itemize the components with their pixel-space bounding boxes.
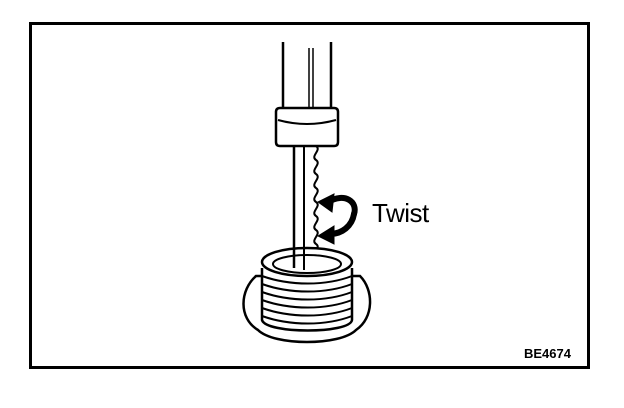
tool-collar <box>274 106 340 148</box>
tool-barrel <box>281 42 333 112</box>
twist-label: Twist <box>372 198 429 228</box>
twist-arrow-icon <box>316 193 358 245</box>
threaded-bore <box>242 246 372 344</box>
figure-code: BE4674 <box>524 346 571 361</box>
tool-shaft <box>292 146 305 262</box>
